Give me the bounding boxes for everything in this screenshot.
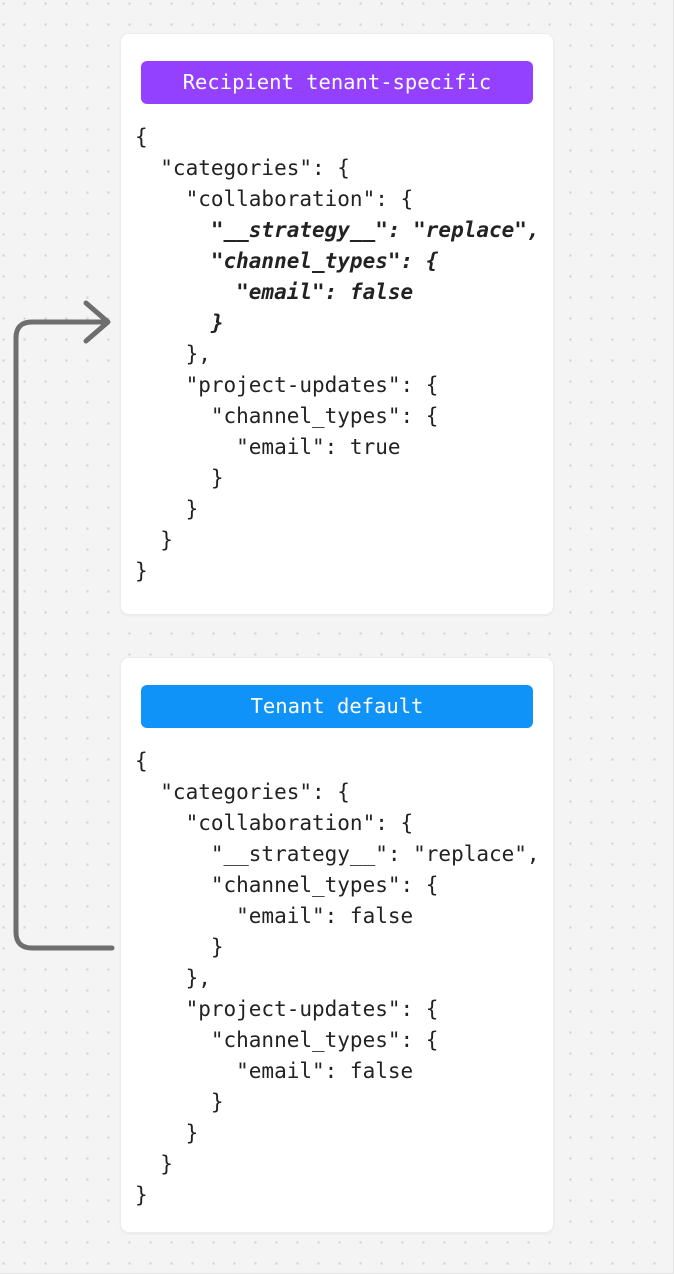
json-code-block-tenant-default: { "categories": { "collaboration": { "__…: [121, 746, 553, 1211]
code-line: }: [135, 528, 173, 552]
code-line: {: [135, 749, 148, 773]
code-line: "__strategy__": "replace",: [135, 218, 540, 242]
code-line: }: [135, 1121, 199, 1145]
card-tenant-default: Tenant default { "categories": { "collab…: [120, 657, 554, 1233]
code-line: "channel_types": {: [135, 873, 439, 897]
code-line: "collaboration": {: [135, 811, 414, 835]
code-line: "__strategy__": "replace",: [135, 842, 540, 866]
card-header-tenant-default: Tenant default: [141, 685, 533, 728]
card-header-recipient-tenant-specific: Recipient tenant-specific: [141, 61, 533, 104]
arrow-path: [13, 319, 115, 951]
code-line: "collaboration": {: [135, 187, 414, 211]
code-line: "categories": {: [135, 156, 350, 180]
code-line: "channel_types": {: [135, 249, 439, 273]
code-line: {: [135, 125, 148, 149]
card-recipient-tenant-specific: Recipient tenant-specific { "categories"…: [120, 33, 554, 615]
json-code-block-recipient-tenant-specific: { "categories": { "collaboration": { "__…: [121, 122, 553, 587]
code-line: "project-updates": {: [135, 373, 439, 397]
code-line: }: [135, 1183, 148, 1207]
code-line: },: [135, 342, 211, 366]
code-line: }: [135, 1152, 173, 1176]
code-line: "email": false: [135, 280, 414, 304]
code-line: }: [135, 935, 224, 959]
code-line: },: [135, 966, 211, 990]
code-line: "categories": {: [135, 780, 350, 804]
arrow-head-icon: [83, 300, 111, 344]
code-line: "channel_types": {: [135, 1028, 439, 1052]
code-line: }: [135, 466, 224, 490]
inheritance-arrow: [13, 300, 115, 951]
card-header-label: Recipient tenant-specific: [182, 70, 492, 95]
code-line: }: [135, 559, 148, 583]
code-line: "channel_types": {: [135, 404, 439, 428]
code-line: "email": false: [135, 1059, 414, 1083]
code-line: }: [135, 311, 224, 335]
code-line: "email": false: [135, 904, 414, 928]
card-header-label: Tenant default: [250, 694, 424, 719]
code-line: }: [135, 1090, 224, 1114]
code-line: "project-updates": {: [135, 997, 439, 1021]
code-line: "email": true: [135, 435, 401, 459]
code-line: }: [135, 497, 199, 521]
